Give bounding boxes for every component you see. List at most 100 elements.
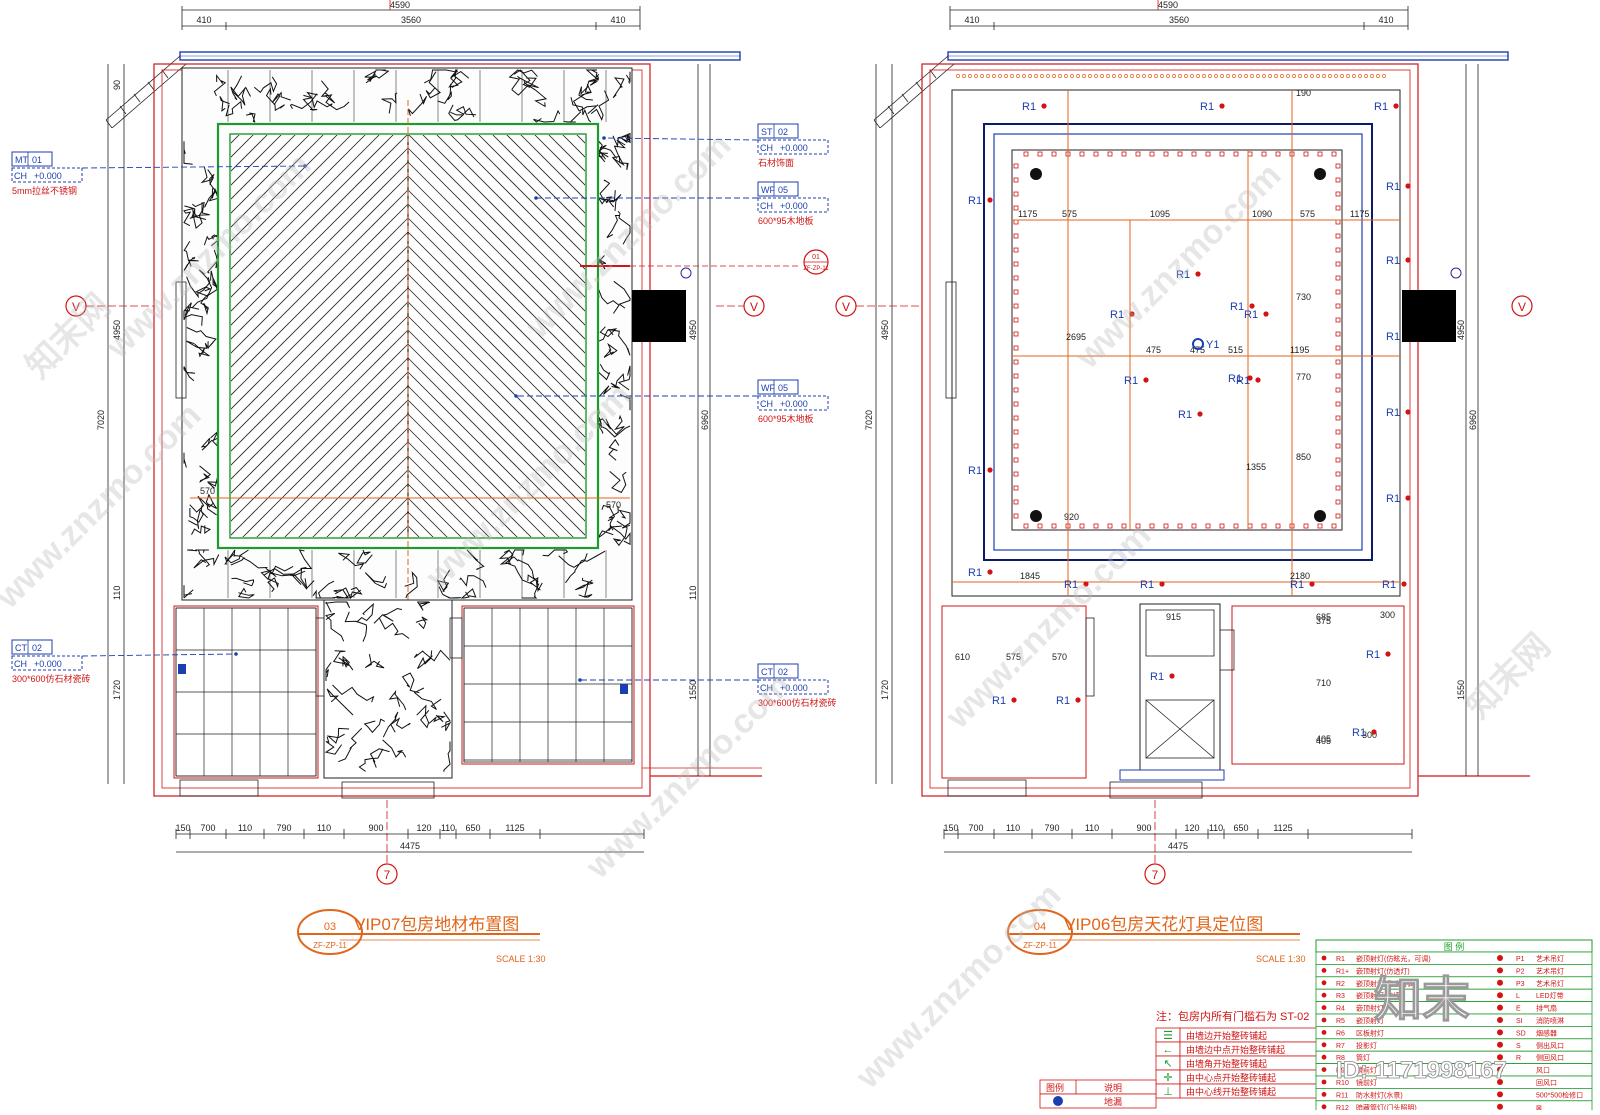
led-mark bbox=[1219, 523, 1225, 529]
bottom-dim-label: 110 bbox=[1085, 823, 1099, 833]
stone-vein bbox=[423, 69, 458, 84]
led-mark bbox=[1013, 513, 1019, 519]
stone-vein bbox=[187, 549, 205, 553]
light-label: R1 bbox=[1176, 269, 1190, 281]
herringbone-line bbox=[478, 135, 585, 242]
led-mark bbox=[1335, 345, 1341, 351]
herringbone-line bbox=[408, 862, 586, 1040]
light-legend-code: R2 bbox=[1336, 981, 1345, 988]
light-label: R1 bbox=[1140, 579, 1154, 591]
stone-vein bbox=[443, 741, 451, 772]
led-mark bbox=[1335, 331, 1341, 337]
led-mark bbox=[1275, 151, 1281, 157]
stone-vein bbox=[455, 105, 476, 118]
tag-note: 300*600仿石材瓷砖 bbox=[758, 697, 837, 708]
light-legend-icon2 bbox=[1497, 967, 1503, 974]
tag-ch: CH bbox=[760, 683, 773, 693]
herringbone-line bbox=[231, 135, 296, 200]
herringbone-line bbox=[407, 231, 585, 410]
ceiling-dim-label: 730 bbox=[1296, 292, 1311, 302]
led-mark bbox=[1335, 359, 1341, 365]
led-mark bbox=[1124, 74, 1128, 78]
ceiling-dim-label: 2180 bbox=[1290, 571, 1310, 581]
left-top-dim-total: 4590 bbox=[390, 0, 410, 10]
right-dim-b: 6960 bbox=[700, 410, 710, 430]
tag-box bbox=[11, 639, 53, 655]
tag-level: +0.000 bbox=[780, 399, 808, 409]
herringbone-line bbox=[407, 147, 585, 326]
light-dot bbox=[1219, 103, 1225, 109]
right-top-dim-total: 4590 bbox=[1158, 0, 1178, 10]
stone-vein bbox=[344, 611, 368, 642]
light-dot bbox=[1143, 377, 1149, 383]
r-left-dim-a: 4950 bbox=[880, 320, 890, 340]
stone-vein bbox=[415, 616, 429, 630]
led-mark bbox=[1136, 74, 1140, 78]
ceiling-dim-label: 2695 bbox=[1066, 332, 1086, 342]
floor-drain-text: 地漏 bbox=[1104, 1096, 1122, 1107]
ceiling-dim-label: 1845 bbox=[1020, 571, 1040, 581]
section-mark-ref: ZF-ZP-11 bbox=[803, 266, 829, 272]
stone-vein bbox=[194, 343, 210, 358]
stone-vein bbox=[521, 583, 540, 599]
stone-vein bbox=[189, 495, 217, 516]
led-mark bbox=[1335, 387, 1341, 393]
led-mark bbox=[1013, 373, 1019, 379]
light-legend-text2: 艺术吊灯 bbox=[1536, 966, 1564, 975]
stone-vein bbox=[271, 91, 291, 106]
led-mark bbox=[1016, 74, 1020, 78]
led-mark bbox=[1335, 219, 1341, 225]
herringbone-line bbox=[408, 960, 586, 1110]
light-label: R1 bbox=[1352, 727, 1366, 739]
left-floor-plan: 4590 410 3560 410 bbox=[11, 0, 837, 1110]
stone-vein bbox=[325, 662, 332, 681]
tag-level: +0.000 bbox=[780, 201, 808, 211]
light-legend-text2: 500*500检修口 bbox=[1536, 1090, 1583, 1099]
tag-ch: CH bbox=[14, 659, 27, 669]
light-legend-icon bbox=[1321, 1104, 1327, 1110]
led-mark bbox=[1135, 523, 1141, 529]
stone-vein bbox=[246, 112, 256, 123]
led-mark bbox=[1149, 523, 1155, 529]
right-title-block: 04 ZF-ZP-11 VIP06包房天花灯具定位图 SCALE 1:30 bbox=[1007, 909, 1306, 964]
herringbone-line bbox=[407, 273, 585, 452]
led-mark bbox=[1013, 401, 1019, 407]
led-mark bbox=[1262, 74, 1266, 78]
light-label: R1 bbox=[968, 567, 982, 579]
stone-vein bbox=[358, 748, 384, 772]
led-mark bbox=[1335, 457, 1341, 463]
watermark-logo: 知末 bbox=[1374, 974, 1470, 1027]
stone-vein bbox=[205, 493, 218, 509]
light-label: R1 bbox=[1022, 101, 1036, 113]
led-mark bbox=[1046, 74, 1050, 78]
led-mark bbox=[1013, 303, 1019, 309]
stone-vein bbox=[608, 438, 620, 461]
stone-vein bbox=[508, 69, 538, 90]
led-mark bbox=[1013, 247, 1019, 253]
led-mark bbox=[1079, 151, 1085, 157]
legend-symbol: ☰ bbox=[1163, 1030, 1173, 1042]
light-dot bbox=[987, 197, 993, 203]
stone-vein bbox=[572, 94, 599, 115]
stone-vein bbox=[618, 509, 631, 529]
led-mark bbox=[1013, 163, 1019, 169]
stone-vein bbox=[404, 570, 418, 599]
light-dot bbox=[987, 569, 993, 575]
herringbone-line bbox=[407, 203, 585, 382]
stone-vein bbox=[598, 144, 618, 159]
stone-vein bbox=[401, 672, 420, 694]
light-legend-text: 区板射灯 bbox=[1356, 1028, 1384, 1037]
led-mark bbox=[1172, 74, 1176, 78]
light-legend-icon bbox=[1321, 1079, 1327, 1085]
herringbone-line bbox=[408, 0, 586, 60]
light-label: R1 bbox=[1150, 671, 1164, 683]
led-mark bbox=[1013, 275, 1019, 281]
stone-vein bbox=[237, 587, 255, 599]
herringbone-line bbox=[326, 455, 409, 537]
herringbone-line bbox=[312, 441, 409, 537]
led-mark bbox=[1013, 443, 1019, 449]
herringbone-line bbox=[408, 0, 586, 4]
light-legend-text2: 回风口 bbox=[1536, 1079, 1557, 1087]
tag-code: CT bbox=[15, 643, 27, 653]
